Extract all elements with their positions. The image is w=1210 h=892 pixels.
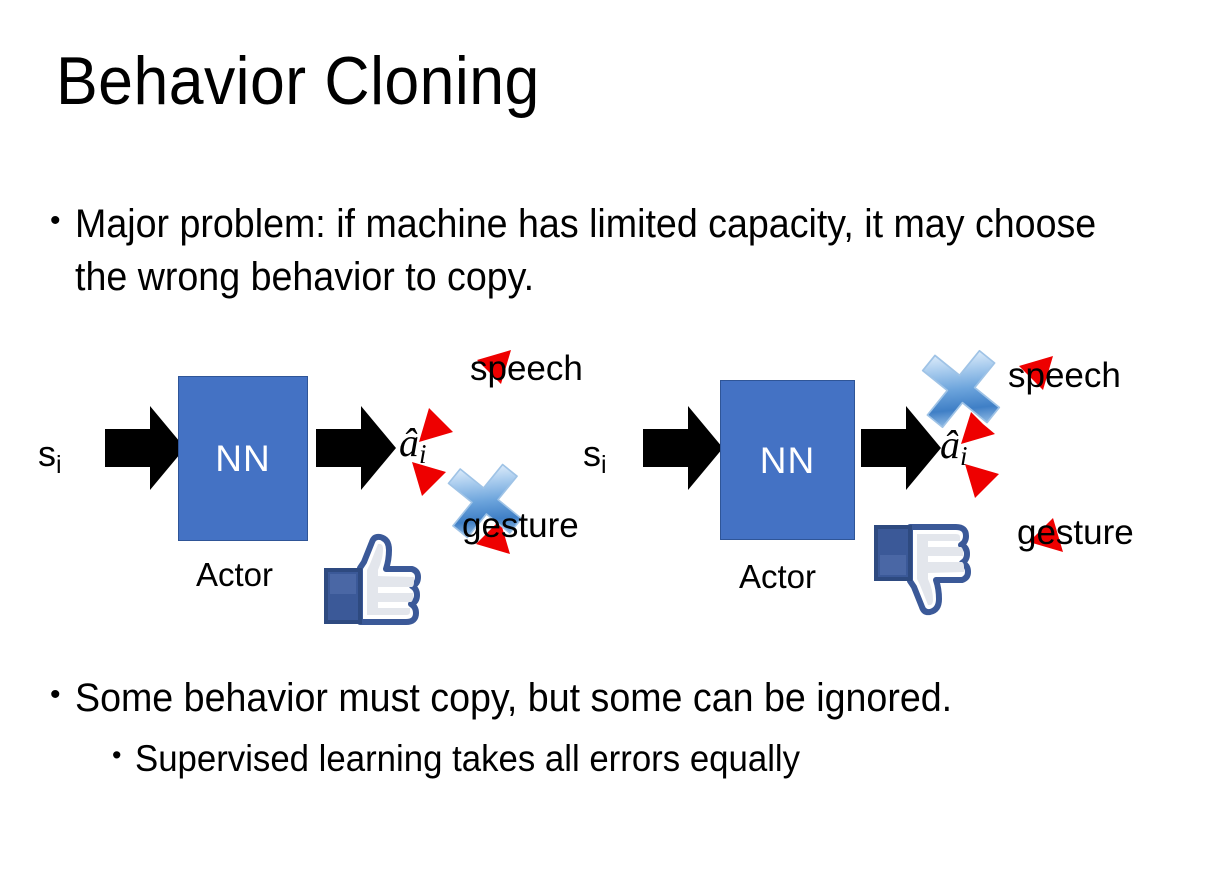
input-arrow-right [643,402,723,494]
output-label-speech-right: speech [1008,356,1121,395]
nn-box-label-right: NN [759,439,816,481]
thumbs-down-icon [870,520,974,620]
output-arrow-right [861,402,941,494]
bullet-marker-icon: • [112,740,122,770]
speech-arrow-right [957,354,1057,446]
output-label-speech-left: speech [470,349,583,388]
output-label-gesture-left: gesture [462,506,579,545]
thumbs-up-icon [320,530,424,628]
nn-box-label-left: NN [215,438,271,479]
cross-out-icon-left [444,460,526,542]
nn-box-left: NN [178,376,308,541]
bullet-marker-icon: • [50,678,61,711]
state-label-left: si [38,433,62,479]
action-label-right: âi [940,422,968,471]
bullet-bottom-level2: • Supervised learning takes all errors e… [112,735,1192,783]
state-label-right: si [583,433,607,479]
page-title: Behavior Cloning [56,43,540,119]
bullet-bottom-level1: • Some behavior must copy, but some can … [50,672,1190,724]
output-arrow-left [316,402,396,494]
diagram-right: si NN Actor âi [565,340,1165,640]
actor-caption-left: Actor [196,556,274,593]
input-arrow-left [105,402,185,494]
bullet-marker-icon: • [50,204,61,237]
gesture-arrow-right [961,460,1071,556]
actor-caption-right: Actor [739,558,817,595]
bullet-bottom-level2-text: Supervised learning takes all errors equ… [135,738,801,779]
bullet-top: • Major problem: if machine has limited … [50,198,1170,304]
speech-arrow-left [415,348,515,444]
nn-box-right: NN [720,380,855,540]
diagram-left: si NN Actor âi [20,340,620,640]
bullet-top-text: Major problem: if machine has limited ca… [74,202,1096,300]
bullet-bottom-level1-text: Some behavior must copy, but some can be… [74,676,952,720]
output-label-gesture-right: gesture [1017,513,1134,552]
action-label-left: âi [399,420,427,469]
cross-out-icon-right [918,346,1004,432]
gesture-arrow-left [408,458,518,558]
